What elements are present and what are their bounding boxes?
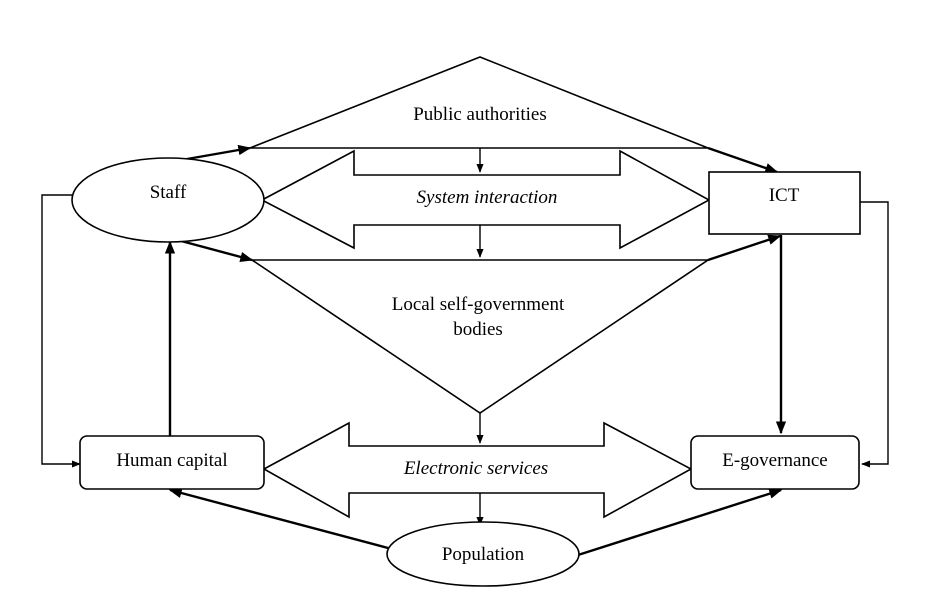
human-capital-label: Human capital	[116, 450, 227, 471]
local-self-government-label-line2: bodies	[453, 319, 503, 340]
e-governance-node	[690, 435, 860, 490]
local-self-government-triangle	[249, 259, 711, 414]
arrow-public-authorities-to-ict	[707, 146, 779, 174]
public-authorities-triangle	[249, 56, 709, 149]
public-authorities-label: Public authorities	[413, 104, 547, 125]
arrow-local-self-government-to-ict	[707, 234, 782, 262]
system-interaction-label: System interaction	[417, 187, 558, 208]
population-node	[386, 521, 580, 587]
staff-label: Staff	[150, 182, 187, 203]
e-governance-label: E-governance	[722, 450, 828, 471]
electronic-services-label: Electronic services	[403, 458, 548, 479]
arrow-population-to-human-capital	[168, 487, 389, 550]
local-self-government-label-line1: Local self-government	[392, 294, 565, 315]
population-label: Population	[442, 544, 525, 565]
ict-label: ICT	[769, 185, 800, 206]
arrow-ict-to-e-governance-loop	[860, 201, 889, 468]
arrow-population-to-e-governance	[577, 488, 783, 557]
ict-node	[708, 171, 861, 235]
arrow-staff-to-human-capital-loop	[41, 194, 81, 468]
human-capital-node	[79, 435, 265, 490]
staff-node	[71, 157, 265, 243]
